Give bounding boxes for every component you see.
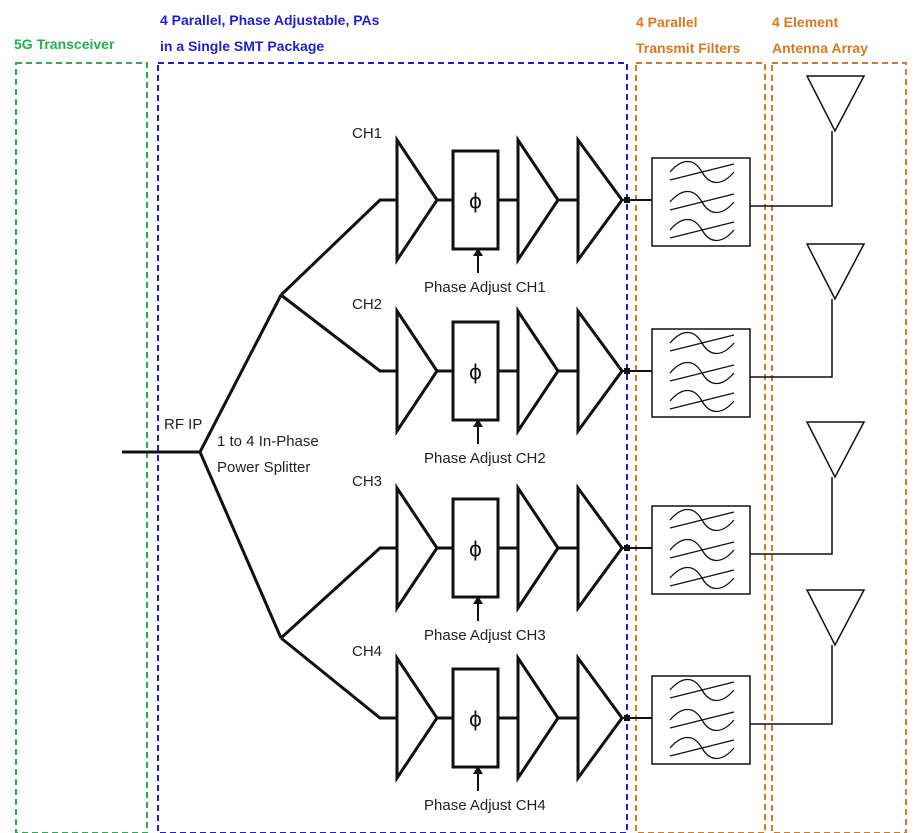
ch2-filter-slash-2	[669, 364, 735, 382]
ch1-feed-line	[279, 198, 397, 297]
ch2-filter-slash-3	[669, 392, 735, 410]
ch4-filter-slash-2	[669, 711, 735, 729]
rf-ip-label: RF IP	[164, 416, 202, 433]
transceiver-boundary	[15, 62, 148, 833]
ch4-filter-slash-3	[669, 739, 735, 757]
pa-package-header-line2: in a Single SMT Package	[160, 38, 325, 54]
ch1-antenna-feed	[750, 131, 833, 207]
ch2-phase-symbol: ϕ	[469, 360, 482, 384]
splitter-branch-upper	[198, 294, 283, 453]
filters-header-line2: Transmit Filters	[636, 40, 741, 56]
ch3-antenna-feed	[750, 477, 833, 555]
ch1-phase-symbol: ϕ	[469, 189, 482, 213]
antenna-boundary	[771, 62, 907, 833]
ch2-filter-slash-1	[669, 334, 735, 352]
antenna-header-line1: 4 Element	[772, 14, 839, 30]
ch3-feed-line	[279, 546, 397, 640]
ch3-phase-adjust-label: Phase Adjust CH3	[424, 627, 546, 644]
ch1-driver-amp	[395, 135, 439, 265]
ch4-gain-amp	[516, 653, 560, 783]
pa-package-boundary	[157, 62, 628, 833]
ch4-filter-slash-1	[669, 681, 735, 699]
ch4-power-amp	[576, 653, 624, 783]
ch1-phase-adjust-label: Phase Adjust CH1	[424, 279, 546, 296]
ch4-label: CH4	[352, 643, 382, 660]
antenna-element-1	[805, 75, 866, 133]
ch1-label: CH1	[352, 125, 382, 142]
ch3-gain-amp	[516, 483, 560, 613]
ch1-phase-adjust-arrowhead	[473, 248, 483, 256]
ch2-gain-amp	[516, 306, 560, 436]
ch1-filter-slash-2	[669, 193, 735, 211]
ch1-filter-slash-1	[669, 163, 735, 181]
ch1-output-pin	[624, 197, 630, 203]
ch2-antenna-feed	[750, 299, 833, 378]
ch4-feed-line	[280, 636, 397, 720]
pa-package-header-line1: 4 Parallel, Phase Adjustable, PAs	[160, 12, 380, 28]
ch2-power-amp	[576, 306, 624, 436]
ch4-phase-adjust-arrowhead	[473, 766, 483, 774]
ch4-antenna-feed	[750, 645, 833, 725]
ch1-filter-slash-3	[669, 221, 735, 239]
filters-header-line1: 4 Parallel	[636, 14, 698, 30]
ch3-output-pin	[624, 545, 630, 551]
ch4-phase-adjust-label: Phase Adjust CH4	[424, 797, 546, 814]
ch3-power-amp	[576, 483, 624, 613]
ch4-output-pin	[624, 715, 630, 721]
ch1-gain-amp	[516, 135, 560, 265]
ch3-phase-adjust-arrowhead	[473, 596, 483, 604]
filters-boundary	[635, 62, 766, 833]
transceiver-header: 5G Transceiver	[14, 36, 115, 52]
ch3-phase-shifter	[451, 497, 500, 599]
antenna-element-4	[805, 589, 866, 647]
splitter-label-line1: 1 to 4 In-Phase	[217, 433, 319, 450]
ch1-power-amp	[576, 135, 624, 265]
ch4-driver-amp	[395, 653, 439, 783]
ch3-filter-slash-3	[669, 569, 735, 587]
splitter-label-line2: Power Splitter	[217, 459, 310, 476]
ch2-driver-amp	[395, 306, 439, 436]
ch2-output-pin	[624, 368, 630, 374]
splitter-branch-lower	[198, 451, 283, 639]
ch2-feed-line	[280, 293, 397, 373]
antenna-element-3	[805, 421, 866, 479]
ch4-phase-symbol: ϕ	[469, 707, 482, 731]
ch1-phase-shifter	[451, 149, 500, 251]
ch3-driver-amp	[395, 483, 439, 613]
ch3-filter-slash-2	[669, 541, 735, 559]
ch2-phase-adjust-arrowhead	[473, 419, 483, 427]
ch3-phase-symbol: ϕ	[469, 537, 482, 561]
ch2-phase-adjust-label: Phase Adjust CH2	[424, 450, 546, 467]
ch2-label: CH2	[352, 296, 382, 313]
ch3-filter-slash-1	[669, 511, 735, 529]
antenna-header-line2: Antenna Array	[772, 40, 868, 56]
antenna-element-2	[805, 243, 866, 301]
ch3-label: CH3	[352, 473, 382, 490]
